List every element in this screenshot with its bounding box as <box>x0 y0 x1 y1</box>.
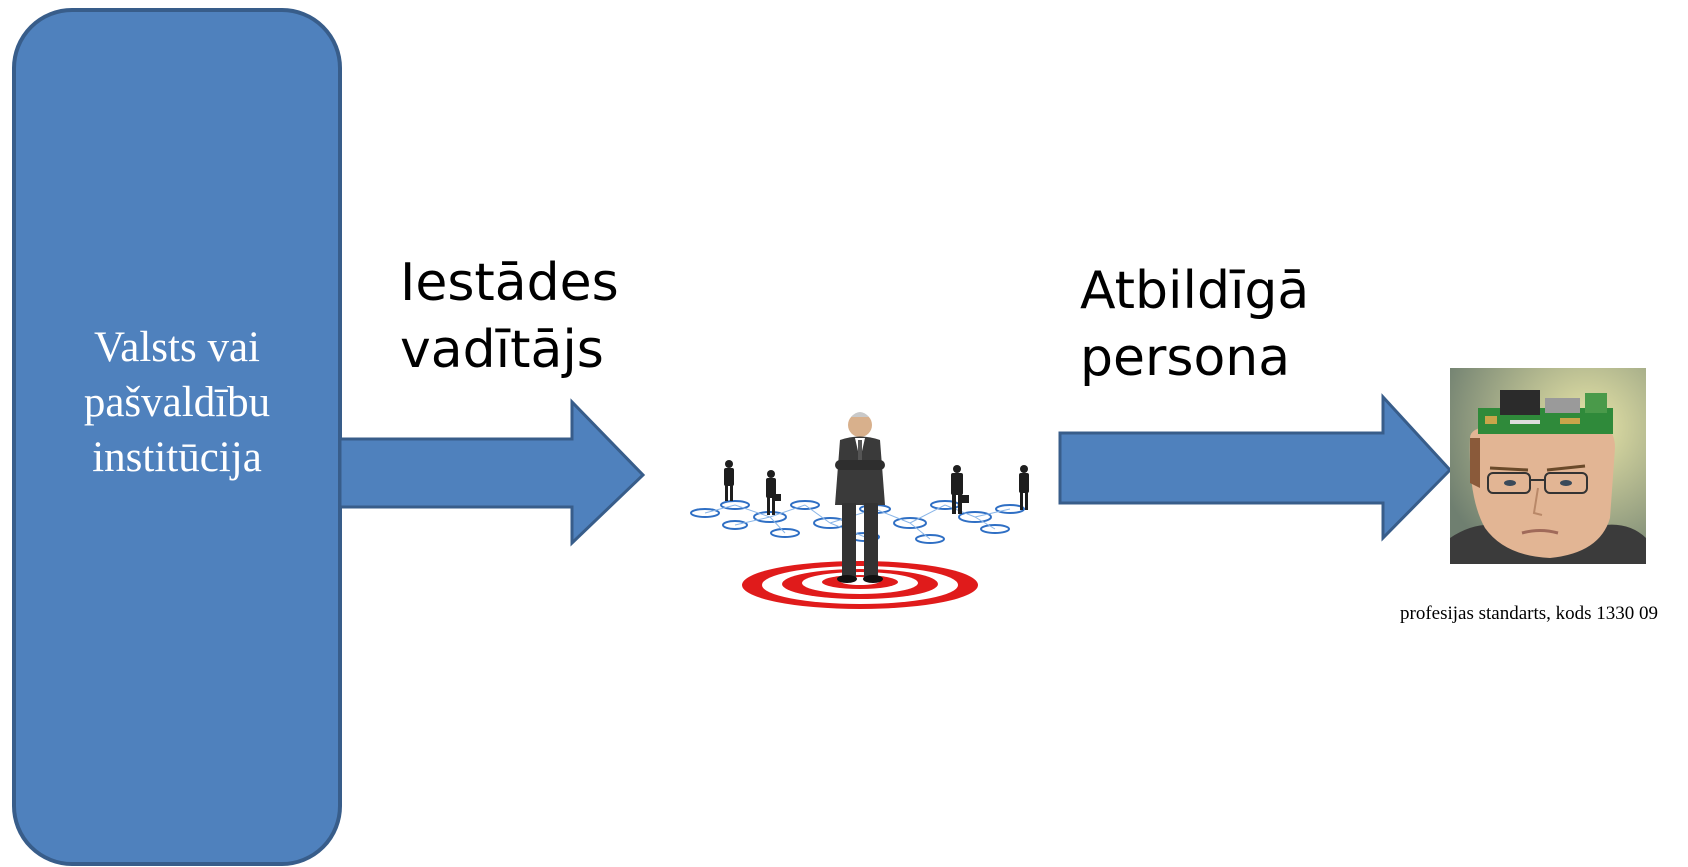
responsible-person-portrait <box>1450 368 1646 564</box>
responsible-person-label: Atbildīgā persona <box>1080 258 1309 392</box>
responsible-label-line-2: persona <box>1080 328 1291 388</box>
caption: profesijas standarts, kods 1330 09 <box>1400 603 1659 624</box>
institution-line-2: pašvaldību <box>83 378 271 426</box>
institution-box: Valsts vai pašvaldību institūcija <box>12 8 342 866</box>
institution-line-1: Valsts vai <box>93 323 261 371</box>
institution-label: Valsts vai pašvaldību institūcija <box>27 320 327 485</box>
network-grid <box>690 500 1025 544</box>
target-icon <box>742 561 978 609</box>
arrow-to-responsible-person <box>1058 393 1453 542</box>
responsible-label-line-1: Atbildīgā <box>1080 261 1310 321</box>
arrow-to-head <box>338 398 646 547</box>
institution-line-3: institūcija <box>92 433 262 481</box>
leader-figure <box>835 412 885 583</box>
circuit-board-icon <box>1478 390 1613 434</box>
head-label-line-1: Iestādes <box>400 253 619 313</box>
head-of-institution-label: Iestādes vadītājs <box>400 250 619 384</box>
head-label-line-2: vadītājs <box>400 320 604 380</box>
team-members <box>724 460 1029 515</box>
leader-illustration <box>690 412 1029 609</box>
